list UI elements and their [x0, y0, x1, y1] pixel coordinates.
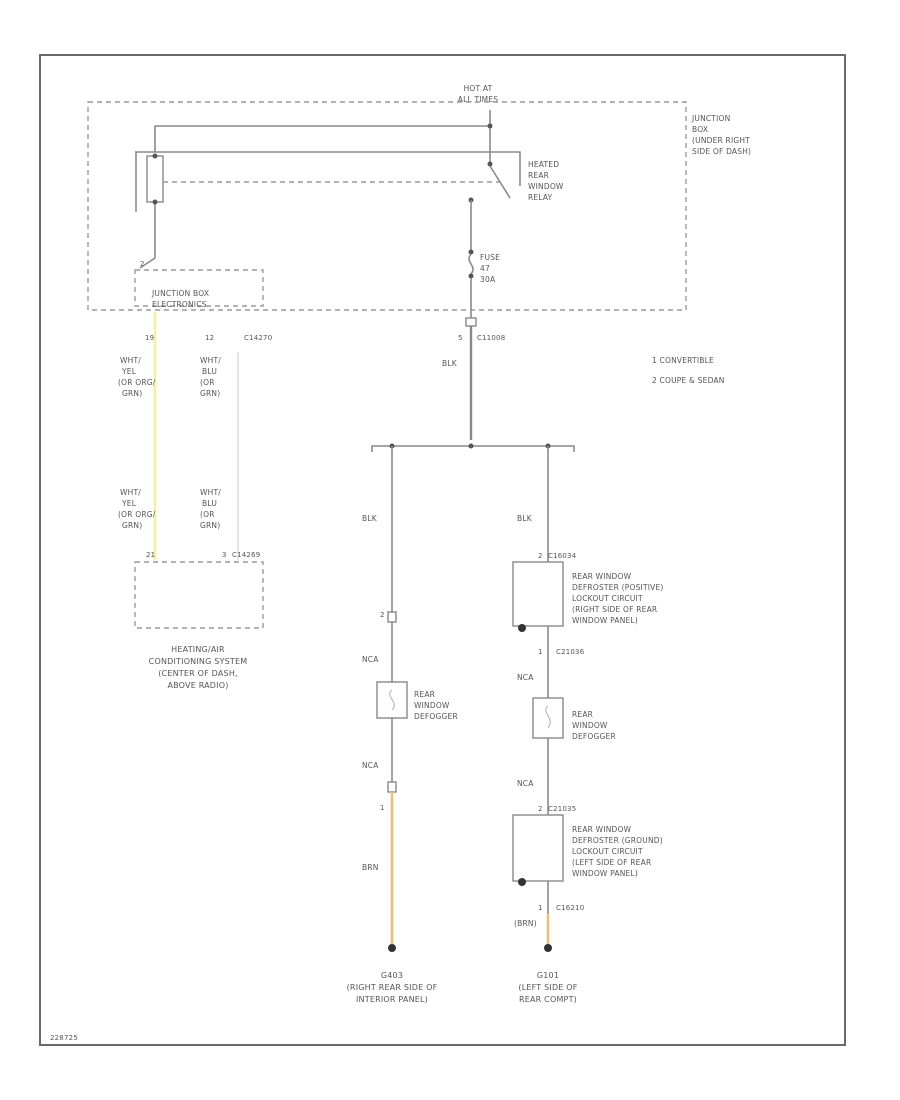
right-conn-top: C16034: [548, 552, 577, 560]
junction-box-electronics: [134, 269, 264, 307]
legend-convertible: 1 CONVERTIBLE: [652, 356, 714, 365]
fuse-47: [468, 200, 474, 318]
right-blk-label: BLK: [517, 514, 533, 523]
lockout-pos-label-3: LOCKOUT CIRCUIT: [572, 594, 643, 603]
lockout-gnd-label-4: (LEFT SIDE OF REAR: [572, 858, 651, 867]
hvac-pin-right: 3: [222, 551, 227, 559]
right-pin-mid: 1: [538, 648, 543, 656]
jbe-label-1: JUNCTION BOX: [151, 289, 209, 298]
g101-label-3: REAR COMPT): [519, 995, 577, 1004]
left-nca-2: NCA: [362, 761, 379, 770]
right-pin-bot: 1: [538, 904, 543, 912]
lockout-pos-label-1: REAR WINDOW: [572, 572, 632, 581]
wire-label-3a: WHT/: [120, 488, 141, 497]
hvac-label-4: ABOVE RADIO): [167, 681, 228, 690]
right-defogger-1: REAR: [572, 710, 593, 719]
wire-label-2a: WHT/: [200, 356, 221, 365]
hot-at-label-1: HOT AT: [464, 84, 493, 93]
wire-label-1a: WHT/: [120, 356, 141, 365]
junction-box-label-3: (UNDER RIGHT: [692, 136, 750, 145]
right-conn-mid: C21036: [556, 648, 585, 656]
right-branch: [512, 446, 564, 952]
left-brn-label: BRN: [362, 863, 379, 872]
hvac-label-2: CONDITIONING SYSTEM: [149, 657, 248, 666]
diagram-frame: [39, 54, 846, 1046]
main-wire-label: BLK: [442, 359, 458, 368]
lockout-pos-label-2: DEFROSTER (POSITIVE): [572, 583, 664, 592]
relay-label-4: RELAY: [528, 193, 553, 202]
fuse-pin: 5: [458, 334, 463, 342]
g101-label-1: G101: [537, 971, 559, 980]
lockout-gnd-label-2: DEFROSTER (GROUND): [572, 836, 663, 845]
wire-label-4b: BLU: [202, 499, 217, 508]
wire-label-3c: (OR ORG/: [118, 510, 156, 519]
lockout-gnd-label-3: LOCKOUT CIRCUIT: [572, 847, 643, 856]
left-nca-1: NCA: [362, 655, 379, 664]
right-pin-top: 2: [538, 552, 543, 560]
g101-label-2: (LEFT SIDE OF: [518, 983, 577, 992]
wire-label-4d: GRN): [200, 521, 220, 530]
left-branch: [376, 446, 408, 952]
lockout-gnd-label-1: REAR WINDOW: [572, 825, 632, 834]
right-conn-bot: C16210: [556, 904, 584, 912]
junction-box-label-4: SIDE OF DASH): [692, 147, 751, 156]
left-pin: 2: [380, 611, 385, 619]
hvac-label-3: (CENTER OF DASH,: [158, 669, 238, 678]
right-nca-1: NCA: [517, 673, 534, 682]
relay-label-2: REAR: [528, 171, 549, 180]
right-brn-label: (BRN): [514, 919, 537, 928]
left-defogger-1: REAR: [414, 690, 435, 699]
wire-label-1d: GRN): [122, 389, 142, 398]
fuse-connector: C11008: [477, 334, 505, 342]
legend-coupe-sedan: 2 COUPE & SEDAN: [652, 376, 725, 385]
g403-label-1: G403: [381, 971, 403, 980]
left-defogger-2: WINDOW: [414, 701, 450, 710]
g403-label-2: (RIGHT REAR SIDE OF: [347, 983, 438, 992]
jbe-connector: C14270: [244, 334, 272, 342]
jbe-pin-right: 12: [205, 334, 214, 342]
wire-label-4a: WHT/: [200, 488, 221, 497]
jbe-top-pin: 2: [140, 260, 145, 268]
hvac-connector: C14269: [232, 551, 260, 559]
wire-label-1c: (OR ORG/: [118, 378, 156, 387]
right-conn-low: C21035: [548, 805, 576, 813]
wire-label-2b: BLU: [202, 367, 217, 376]
wire-label-1b: YEL: [121, 367, 137, 376]
wire-label-3d: GRN): [122, 521, 142, 530]
g403-label-3: INTERIOR PANEL): [356, 995, 428, 1004]
wire-label-3b: YEL: [121, 499, 137, 508]
wire-label-2d: GRN): [200, 389, 220, 398]
hvac-pin-left: 21: [146, 551, 155, 559]
hot-at-label-2: ALL TIMES: [458, 95, 498, 104]
relay-label-3: WINDOW: [528, 182, 564, 191]
junction-box-outline: [87, 101, 687, 311]
jbe-pin-left: 19: [145, 334, 154, 342]
diagram-code: 228725: [50, 1034, 78, 1042]
left-blk-label: BLK: [362, 514, 378, 523]
right-defogger-2: WINDOW: [572, 721, 608, 730]
lockout-pos-label-4: (RIGHT SIDE OF REAR: [572, 605, 657, 614]
lockout-pos-label-5: WINDOW PANEL): [572, 616, 638, 625]
fuse-label-3: 30A: [480, 275, 496, 284]
right-nca-2: NCA: [517, 779, 534, 788]
junction-box-label-1: JUNCTION: [691, 114, 730, 123]
hvac-label-1: HEATING/AIR: [171, 645, 225, 654]
lockout-gnd-label-5: WINDOW PANEL): [572, 869, 638, 878]
wire-label-2c: (OR: [200, 378, 215, 387]
right-pin-low: 2: [538, 805, 543, 813]
wire-label-4c: (OR: [200, 510, 215, 519]
jbe-label-2: ELECTRONICS: [152, 300, 207, 309]
right-defogger-3: DEFOGGER: [572, 732, 616, 741]
left-defogger-3: DEFOGGER: [414, 712, 458, 721]
relay-label-1: HEATED: [528, 160, 559, 169]
fuse-connector-block: [465, 317, 477, 327]
fuse-label-1: FUSE: [480, 253, 500, 262]
fuse-label-2: 47: [480, 264, 490, 273]
heated-rear-window-relay: [135, 110, 521, 269]
left-pin-2: 1: [380, 804, 385, 812]
hvac-module: [134, 561, 264, 629]
junction-box-label-2: BOX: [692, 125, 708, 134]
